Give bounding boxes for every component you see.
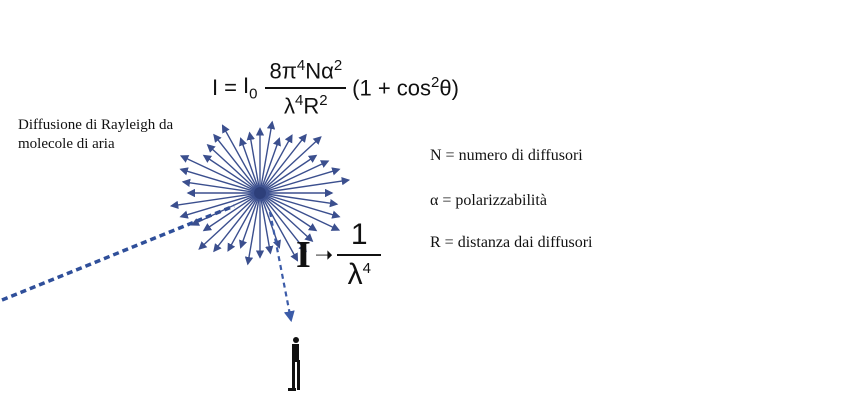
scatter-ray [190, 192, 261, 226]
scatter-ray [259, 192, 341, 219]
incoming-light-beam [1, 204, 235, 302]
scatter-ray [259, 133, 307, 194]
scatter-ray [259, 192, 299, 262]
observer-figure [288, 337, 300, 391]
inverse-denominator: λ4 [347, 258, 371, 291]
scatter-ray [259, 120, 276, 194]
scatter-ray [206, 143, 261, 194]
scatter-ray [213, 133, 261, 194]
formula-intensity: I [212, 75, 219, 100]
scatter-ray [259, 192, 274, 255]
scatter-ray [259, 136, 322, 194]
scatter-ray [179, 192, 261, 219]
caption-line-1: Diffusione di Rayleigh da [18, 117, 174, 133]
scatter-ray [259, 134, 293, 194]
scatter-ray [181, 178, 261, 194]
scatter-ray [244, 192, 261, 266]
scatter-ray [259, 192, 341, 231]
scatter-ray [202, 192, 261, 232]
legend-n: N = numero di diffusori [430, 147, 583, 164]
formula-angular-factor: (1 + cos2θ) [352, 74, 459, 101]
scatter-ray [259, 192, 307, 253]
scatter-ray [259, 192, 314, 243]
scatter-ray [221, 124, 261, 194]
scatter-ray [259, 154, 318, 194]
right-arrow-icon: ➝ [314, 242, 334, 267]
caption-line-2: molecole di aria [18, 136, 115, 152]
scatter-ray [259, 137, 281, 194]
scatter-ray [213, 192, 261, 253]
inverse-numerator: 1 [350, 218, 368, 251]
fraction-bar [265, 87, 347, 89]
scatter-ray [259, 167, 341, 194]
scatter-ray [259, 192, 339, 208]
scatter-ray [227, 192, 261, 252]
scatter-ray [246, 131, 261, 194]
scatter-ray [179, 167, 261, 194]
scatter-ray [169, 192, 261, 210]
proportional-intensity: I [296, 234, 311, 276]
scatter-ray [198, 192, 261, 250]
scatter-ray [239, 192, 261, 249]
proportionality-relation: I ➝ 1 λ4 [296, 215, 382, 295]
rayleigh-formula: I = I0 8π4Nα2 λ4R2 (1 + cos2θ) [212, 48, 459, 128]
diagram-caption: Diffusione di Rayleigh da molecole di ar… [18, 116, 238, 154]
scatter-ray [202, 154, 261, 194]
formula-denominator: λ4R2 [284, 92, 328, 119]
scatter-burst [169, 120, 351, 266]
scatter-ray [259, 192, 318, 232]
inverse-fraction-bar [337, 254, 382, 256]
scatter-ray [239, 137, 261, 194]
scattering-molecule [254, 187, 266, 199]
scatter-ray [259, 176, 351, 194]
scattered-beam-arrow [268, 211, 295, 323]
formula-numerator: 8π4Nα2 [269, 56, 343, 83]
formula-initial-intensity: I0 [242, 73, 258, 103]
scatter-ray [179, 155, 261, 194]
formula-fraction: 8π4Nα2 λ4R2 [265, 56, 347, 120]
legend-r: R = distanza dai diffusori [430, 234, 593, 251]
inverse-wavelength-fraction: 1 λ4 [337, 218, 382, 292]
scatter-ray [259, 160, 330, 194]
legend-alpha: α = polarizzabilità [430, 192, 547, 209]
formula-equals: = [224, 75, 237, 100]
